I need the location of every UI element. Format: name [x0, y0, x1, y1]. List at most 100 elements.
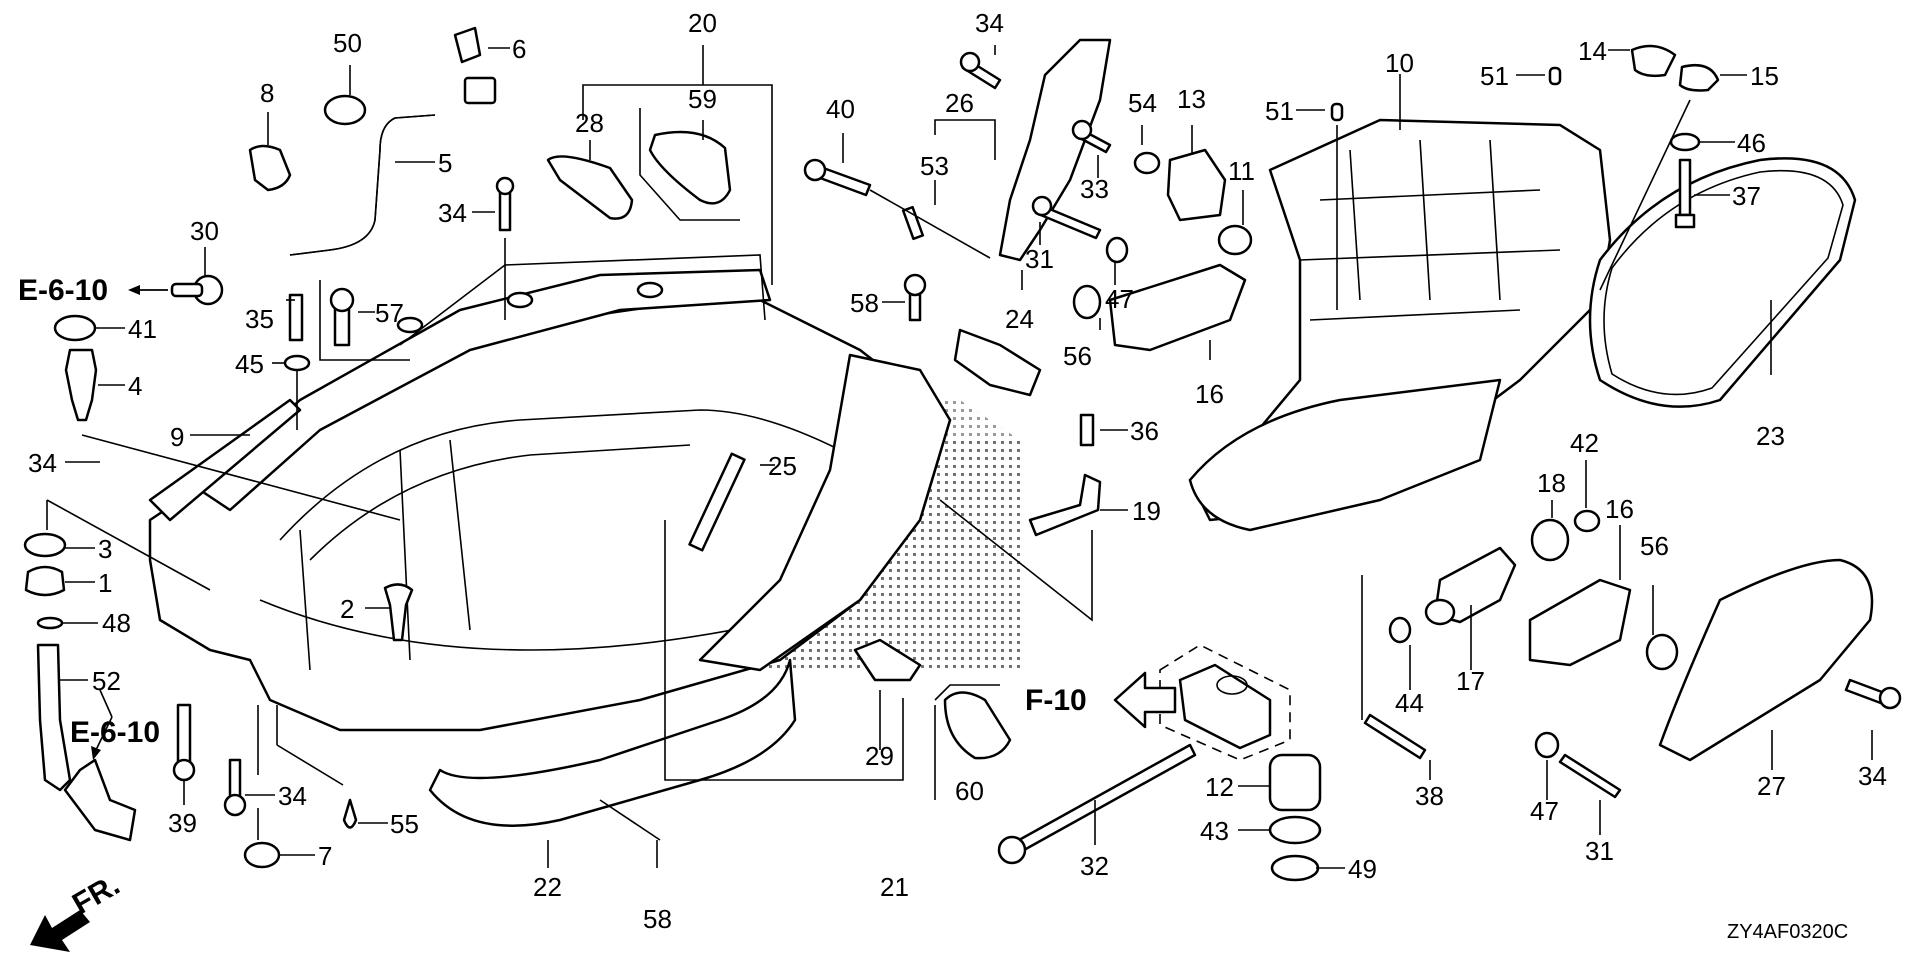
bolt-part-31-bottom: [1558, 753, 1622, 799]
callout-10: 10: [1385, 48, 1414, 78]
ref-e-6-10-bottom[interactable]: E-6-10: [70, 716, 160, 749]
callout-24: 24: [1005, 304, 1034, 334]
callout-37: 37: [1732, 181, 1761, 211]
callout-16-lower: 16: [1605, 494, 1634, 524]
callout-36: 36: [1130, 416, 1159, 446]
f10-arrow-icon: [1113, 671, 1177, 729]
mount-part-16-bottom: [1528, 578, 1632, 667]
washer-part-44: [1388, 616, 1412, 644]
callout-48: 48: [102, 608, 131, 638]
callout-8: 8: [260, 78, 274, 108]
rear-lower-cover: [1658, 558, 1874, 762]
washer-part-3: [23, 532, 67, 558]
callout-7: 7: [318, 841, 332, 871]
pad-part-14: [1630, 44, 1677, 78]
front-direction-arrow-icon: [30, 910, 90, 952]
ref-e-6-10-top[interactable]: E-6-10: [18, 274, 108, 307]
cap-part-60: [943, 691, 1012, 760]
front-cover-panel: [698, 353, 952, 672]
callout-12: 12: [1205, 772, 1234, 802]
callout-32: 32: [1080, 851, 1109, 881]
small-parts: [23, 26, 1902, 882]
callout-58-upper: 58: [850, 288, 879, 318]
hose-part-52: [36, 643, 72, 792]
callout-50: 50: [333, 28, 362, 58]
lid-part-59: [648, 130, 732, 205]
callout-34-center: 34: [438, 198, 467, 228]
callout-33: 33: [1080, 174, 1109, 204]
clamp-part-50: [323, 94, 367, 126]
callout-54: 54: [1128, 88, 1157, 118]
callout-31-upper: 31: [1025, 244, 1054, 274]
callout-51-left: 51: [1265, 96, 1294, 126]
callout-57: 57: [375, 298, 404, 328]
washer-part-47-bottom: [1534, 731, 1560, 759]
nut-part-42: [1573, 509, 1601, 533]
callout-20: 20: [688, 8, 717, 38]
grommet-part-2: [383, 583, 414, 642]
bolt-part-39: [176, 703, 192, 767]
stud-part-38: [1363, 713, 1427, 760]
lever-part-19: [1028, 473, 1102, 537]
diagram-code: ZY4AF0320C: [1727, 921, 1848, 943]
callout-58-lower: 58: [643, 904, 672, 934]
cap-part-7: [243, 841, 281, 869]
callout-38: 38: [1415, 781, 1444, 811]
nut-part-41: [53, 314, 97, 342]
callout-6: 6: [512, 34, 526, 64]
callout-1: 1: [98, 568, 112, 598]
callout-30: 30: [190, 216, 219, 246]
callout-5: 5: [438, 148, 452, 178]
long-bolt-part-32: [1008, 743, 1197, 857]
callout-23: 23: [1756, 421, 1785, 451]
callout-21: 21: [880, 872, 909, 902]
valve-part-4: [64, 348, 98, 422]
bolt-part-35: [288, 293, 304, 342]
washer-part-43: [1268, 815, 1322, 845]
reference-arrows: [30, 285, 1177, 952]
callout-59: 59: [688, 84, 717, 114]
callout-31-lower: 31: [1585, 836, 1614, 866]
callout-47-upper: 47: [1105, 284, 1134, 314]
washer-part-47-top: [1105, 236, 1129, 264]
clamp-part-24: [953, 328, 1042, 397]
callout-42: 42: [1570, 428, 1599, 458]
bushing-part-12: [1268, 753, 1322, 812]
callout-39: 39: [168, 808, 197, 838]
strip-part-25: [688, 452, 746, 552]
callout-17: 17: [1456, 666, 1485, 696]
callout-3: 3: [98, 534, 112, 564]
plug-part-56-bottom: [1645, 633, 1679, 671]
grommet-part-8: [248, 144, 292, 192]
callout-55: 55: [390, 809, 419, 839]
tube-part-5: [289, 114, 436, 256]
callout-46: 46: [1737, 128, 1766, 158]
callout-19: 19: [1132, 496, 1161, 526]
mount-part-16-top: [1108, 263, 1247, 352]
callout-14: 14: [1578, 36, 1607, 66]
callout-56-lower: 56: [1640, 531, 1669, 561]
cap-part-1: [24, 565, 66, 597]
pad-part-15: [1678, 63, 1720, 92]
washer-part-45: [283, 354, 311, 372]
callout-25: 25: [768, 451, 797, 481]
washer-part-46: [1669, 132, 1701, 152]
ref-f-10[interactable]: F-10: [1025, 684, 1087, 717]
gasket-part-29: [853, 638, 922, 682]
callout-16-upper: 16: [1195, 379, 1224, 409]
clip-part-55: [342, 798, 358, 829]
connector-part-6: [453, 26, 482, 64]
grommet-part-11: [1217, 224, 1253, 256]
callout-52: 52: [92, 666, 121, 696]
washer-part-49: [1270, 854, 1320, 882]
callout-9: 9: [170, 422, 184, 452]
callout-40: 40: [826, 94, 855, 124]
callout-26: 26: [945, 88, 974, 118]
bolt-part-37: [1678, 158, 1692, 217]
seal-part-18: [1530, 518, 1570, 562]
collar-part-54: [1133, 151, 1161, 175]
callout-41: 41: [128, 314, 157, 344]
callout-47-lower: 47: [1530, 796, 1559, 826]
callout-45: 45: [235, 349, 264, 379]
